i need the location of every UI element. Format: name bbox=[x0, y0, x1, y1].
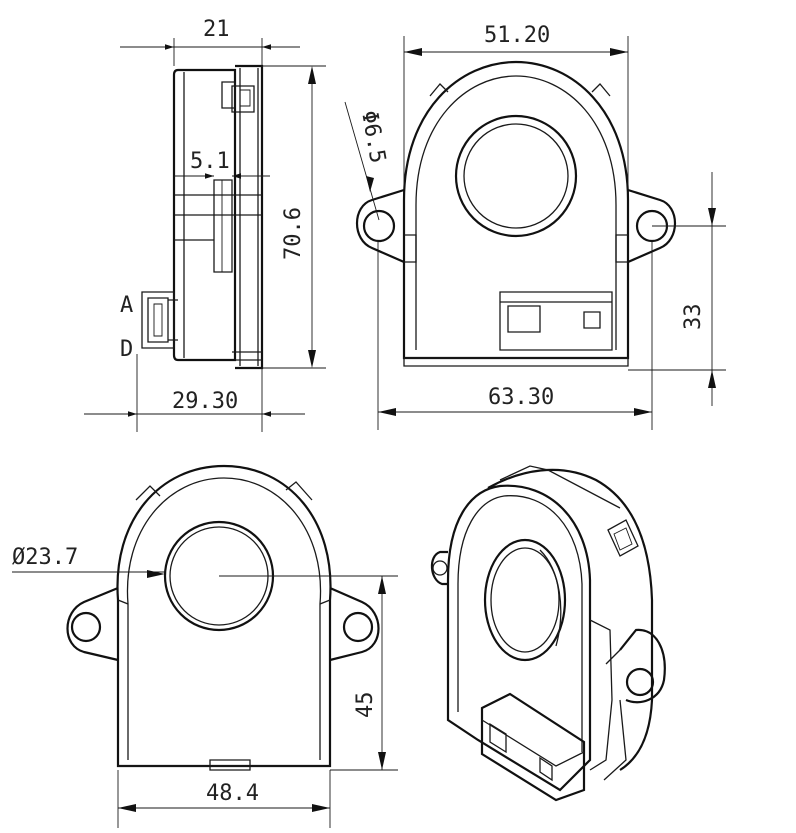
back-width-label: 48.4 bbox=[206, 781, 259, 806]
back-height-label: 45 bbox=[353, 692, 378, 719]
back-view-dimensions bbox=[12, 570, 398, 828]
side-height-label: 70.6 bbox=[281, 207, 306, 260]
side-inner-label: 5.1 bbox=[190, 149, 230, 174]
front-view bbox=[356, 60, 676, 367]
isometric-view bbox=[430, 465, 666, 802]
front-view-dimensions bbox=[344, 36, 726, 430]
back-view bbox=[66, 464, 380, 771]
pin-label-a: A bbox=[120, 293, 133, 318]
pin-label-d: D bbox=[120, 337, 133, 362]
side-view-dimensions bbox=[84, 38, 326, 432]
side-overall-label: 29.30 bbox=[172, 389, 238, 414]
front-width-label: 51.20 bbox=[484, 23, 550, 48]
front-mount-height-label: 33 bbox=[681, 304, 706, 331]
side-width-label: 21 bbox=[203, 17, 230, 42]
front-overall-label: 63.30 bbox=[488, 385, 554, 410]
side-view bbox=[141, 64, 264, 370]
back-bore-label: Ø23.7 bbox=[12, 545, 78, 570]
